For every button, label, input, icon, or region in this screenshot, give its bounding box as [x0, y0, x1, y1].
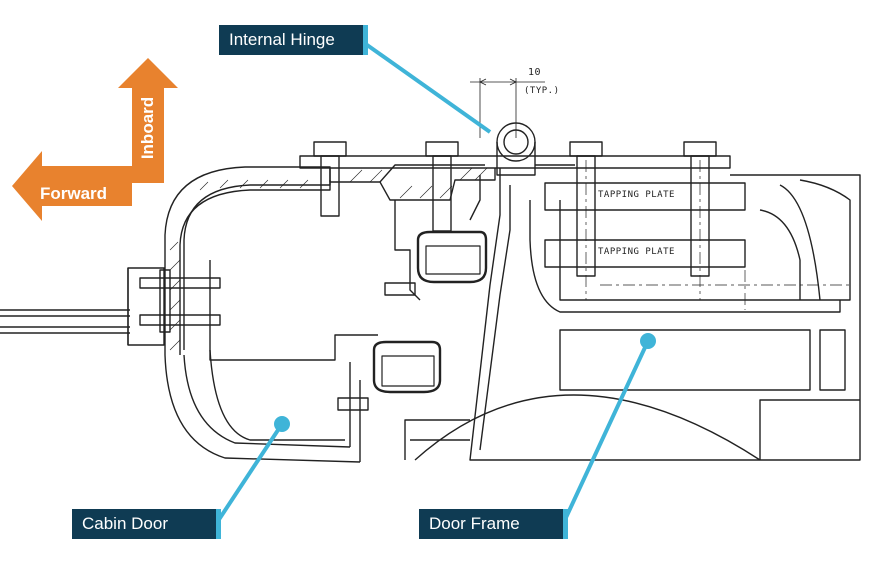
- hinge-leader-line: [358, 38, 492, 134]
- door-frame-leader-line: [561, 340, 650, 525]
- cabin-door-shell: [164, 166, 378, 463]
- door-seals: [372, 230, 488, 394]
- cabin-door-leader-line: [214, 422, 284, 526]
- forward-arrow: [12, 151, 132, 221]
- callout-accent: [216, 509, 221, 539]
- door-frame-leader-dot: [640, 333, 656, 349]
- forward-label: Forward: [40, 184, 108, 203]
- orientation-indicator: [12, 58, 178, 221]
- dimension-note: (TYP.): [524, 86, 560, 96]
- door-frame-structure: [404, 160, 861, 461]
- cabin-door-leader-dot: [274, 416, 290, 432]
- hinge-assembly: [299, 122, 731, 301]
- inboard-label: Inboard: [138, 96, 157, 160]
- bolts: [139, 141, 717, 411]
- dimension-marks: [470, 78, 545, 138]
- internal-hinge-callout: Internal Hinge: [219, 25, 368, 55]
- cabin-door-label: Cabin Door: [82, 514, 168, 533]
- inboard-arrow: [118, 58, 178, 183]
- door-frame-label: Door Frame: [429, 514, 520, 533]
- tapping-plate-upper-label: TAPPING PLATE: [598, 190, 675, 200]
- left-frame-rails: [0, 267, 165, 346]
- callout-accent: [363, 25, 368, 55]
- callout-accent: [563, 509, 568, 539]
- leader-lines: [214, 38, 656, 526]
- door-frame-callout: Door Frame: [419, 509, 568, 539]
- internal-hinge-label: Internal Hinge: [229, 30, 335, 49]
- cabin-door-callout: Cabin Door: [72, 509, 221, 539]
- tapping-plate-lower-label: TAPPING PLATE: [598, 247, 675, 257]
- dimension-value: 10: [528, 67, 542, 78]
